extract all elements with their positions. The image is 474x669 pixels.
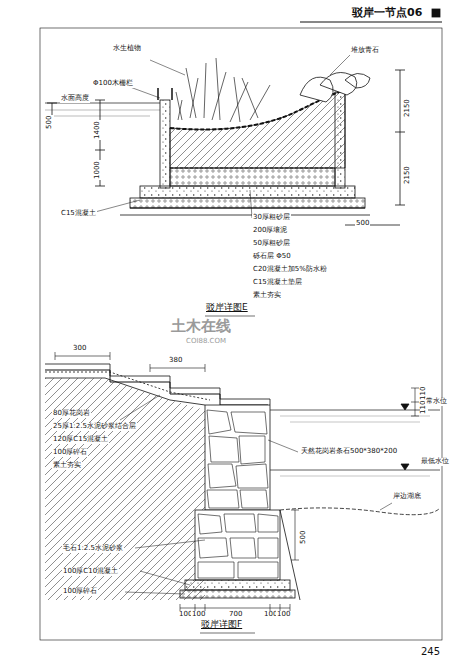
- callout-label: 100厚碎石: [62, 588, 98, 596]
- callout-label: 380: [168, 357, 183, 365]
- callout-label: 300: [72, 345, 87, 353]
- callout-label: C20混凝土加5%防水粉: [252, 266, 328, 274]
- callout-label: 200厚壤泥: [252, 227, 288, 235]
- callout-label: 最低水位: [420, 458, 450, 466]
- callout-label: 天然花岗岩条石500*380*200: [300, 448, 398, 456]
- callout-label: 常水位: [425, 398, 448, 406]
- callout-label: 100: [191, 611, 206, 619]
- callout-label: 100厚碎石: [52, 449, 88, 457]
- callout-label: 30厚粗砂层: [252, 214, 291, 222]
- callout-label: C15混凝土垫层: [252, 279, 303, 287]
- detail-title: 驳岸详图F: [200, 620, 243, 630]
- dimension: 1000: [94, 160, 102, 180]
- watermark: 土木在线: [170, 318, 232, 335]
- callout-label: 素土夯实: [252, 292, 282, 300]
- callout-label: 700: [228, 611, 243, 619]
- callout-label: 水面高度: [60, 95, 90, 103]
- dimension: 500: [300, 530, 308, 545]
- detail-title: 驳岸详图E: [205, 303, 249, 313]
- watermark: COI88.COM: [185, 338, 227, 346]
- dimension: 1400: [94, 120, 102, 140]
- callout-label: 500: [355, 220, 370, 228]
- callout-label: 80厚花岗岩: [52, 410, 91, 418]
- callout-label: 25厚1:2.5水泥砂浆结合层: [52, 423, 137, 431]
- callout-label: 岸边湖底: [392, 493, 422, 501]
- callout-label: 素土夯实: [52, 462, 82, 470]
- callout-label: 100厚C10混凝土: [62, 568, 119, 576]
- dimension: 2150: [404, 165, 412, 185]
- callout-label: C15混凝土: [60, 210, 97, 218]
- callout-label: 100: [276, 611, 291, 619]
- dimension: 500: [46, 115, 54, 130]
- dimension: 2150: [404, 98, 412, 118]
- callout-label: 砾石层 Φ50: [252, 253, 292, 261]
- callout-label: Φ100木栅栏: [92, 80, 134, 88]
- callout-label: 120厚C15混凝土: [52, 436, 109, 444]
- callout-label: 水生植物: [112, 45, 142, 53]
- callout-label: 50厚粗砂层: [252, 240, 291, 248]
- sheet-title: 驳岸一节点06: [352, 5, 422, 20]
- callout-label: 堆放青石: [350, 47, 380, 55]
- page-number: 245: [420, 646, 441, 657]
- callout-label: 毛石1:2.5水泥砂浆: [62, 545, 124, 553]
